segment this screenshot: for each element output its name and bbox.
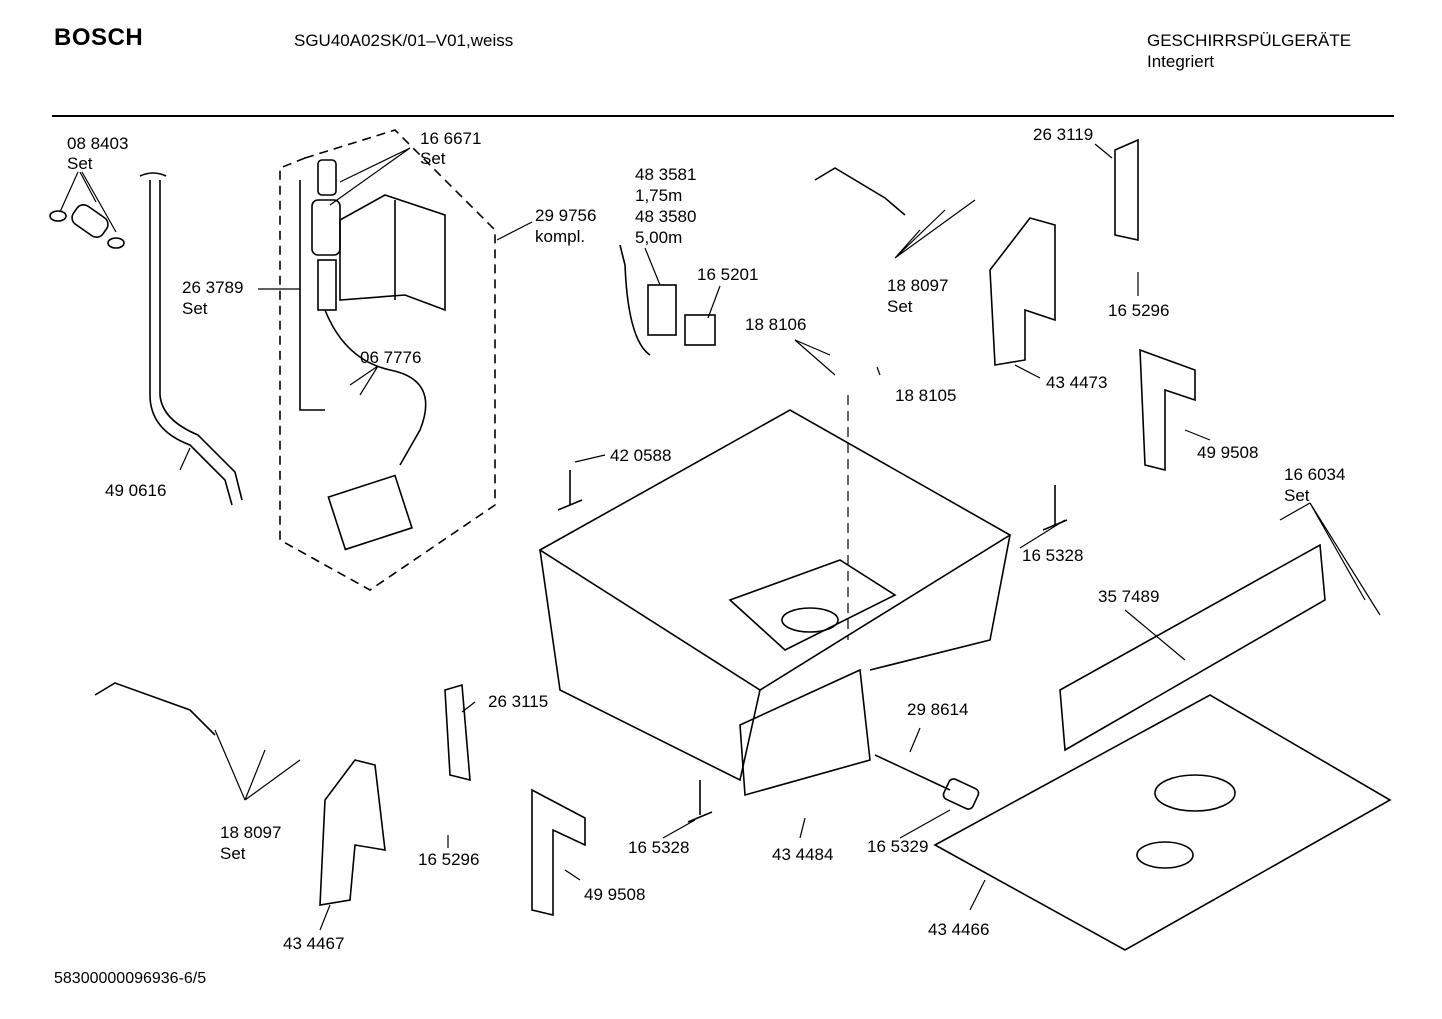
part-label-357489: 35 7489 (1098, 587, 1160, 606)
part-label-166671: 16 6671 (420, 129, 482, 148)
adjustable-foot-lower (687, 780, 713, 823)
part-label-166671-set: Set (420, 149, 446, 168)
part-label-483580-length: 5,00m (635, 228, 683, 247)
part-label-420588: 42 0588 (610, 446, 672, 465)
hinge-plate-263119 (1114, 138, 1139, 241)
part-label-483580: 48 3580 (635, 207, 697, 226)
part-label-263789-set: Set (182, 299, 208, 318)
part-label-188097-lower-set: Set (220, 844, 246, 863)
drain-hose (139, 172, 243, 506)
category-subtitle: Integriert (1147, 52, 1215, 71)
part-label-263789: 26 3789 (182, 278, 244, 297)
power-cable (619, 244, 716, 356)
part-label-165201: 16 5201 (697, 265, 759, 284)
part-label-499508-upper: 49 9508 (1197, 443, 1259, 462)
leader-lines (59, 143, 1381, 931)
part-label-165329: 16 5329 (867, 837, 929, 856)
part-label-263119: 26 3119 (1033, 125, 1094, 144)
trim-strip-lower (531, 788, 586, 917)
part-label-188097-upper-set: Set (887, 297, 913, 316)
hose-clamp-set (49, 204, 125, 249)
adjustable-foot-left (557, 470, 583, 511)
part-label-188097-lower: 18 8097 (220, 823, 282, 842)
dishwasher-tub-base (538, 409, 1012, 782)
part-label-299756: 29 9756 (535, 206, 597, 225)
part-label-188106: 18 8106 (745, 315, 807, 334)
part-label-483581-length: 1,75m (635, 186, 683, 205)
adjustable-foot-upper (1042, 485, 1068, 531)
trim-strip-upper (1139, 348, 1196, 472)
part-label-434467: 43 4467 (283, 934, 345, 953)
part-label-088403: 08 8403 (67, 134, 129, 153)
knob (942, 778, 980, 810)
inlet-valve-assembly (299, 159, 446, 466)
valve-bracket (327, 474, 413, 551)
part-label-165328-upper: 16 5328 (1022, 546, 1084, 565)
hinge-bracket-lower-left (319, 759, 386, 906)
base-tray (933, 694, 1392, 951)
model-number: SGU40A02SK/01–V01,weiss (294, 31, 514, 50)
part-label-434466: 43 4466 (928, 920, 990, 939)
part-label-166034: 16 6034 (1284, 465, 1346, 484)
brand-logo: BOSCH (54, 24, 144, 51)
part-label-483581: 48 3581 (635, 165, 697, 184)
part-label-263115: 26 3115 (488, 692, 549, 711)
door-rod (874, 754, 951, 791)
part-label-299756-kompl: kompl. (535, 227, 586, 246)
kick-plate (1059, 543, 1326, 752)
part-label-165296-lower: 16 5296 (418, 850, 480, 869)
part-label-067776: 06 7776 (360, 348, 422, 367)
front-panel (739, 668, 871, 797)
header-divider (52, 115, 1394, 117)
document-number: 58300000096936-6/5 (54, 970, 207, 987)
part-label-088403-set: Set (67, 154, 93, 173)
category-title: GESCHIRRSPÜLGERÄTE (1147, 31, 1352, 50)
part-label-434484: 43 4484 (772, 845, 834, 864)
spring-lower (94, 682, 216, 736)
part-label-434473: 43 4473 (1046, 373, 1108, 392)
hinge-bracket-upper-right (989, 217, 1056, 366)
part-label-188097-upper: 18 8097 (887, 276, 949, 295)
assembly-group-boundary (279, 129, 496, 591)
part-label-490616: 49 0616 (105, 481, 167, 500)
part-label-499508-lower: 49 9508 (584, 885, 646, 904)
part-label-165296-upper: 16 5296 (1108, 301, 1170, 320)
part-label-165328-lower: 16 5328 (628, 838, 690, 857)
spring-upper (814, 167, 906, 216)
part-label-166034-set: Set (1284, 486, 1310, 505)
hinge-plate-263115 (444, 683, 471, 782)
part-label-188105: 18 8105 (895, 386, 957, 405)
part-label-298614: 29 8614 (907, 700, 969, 719)
